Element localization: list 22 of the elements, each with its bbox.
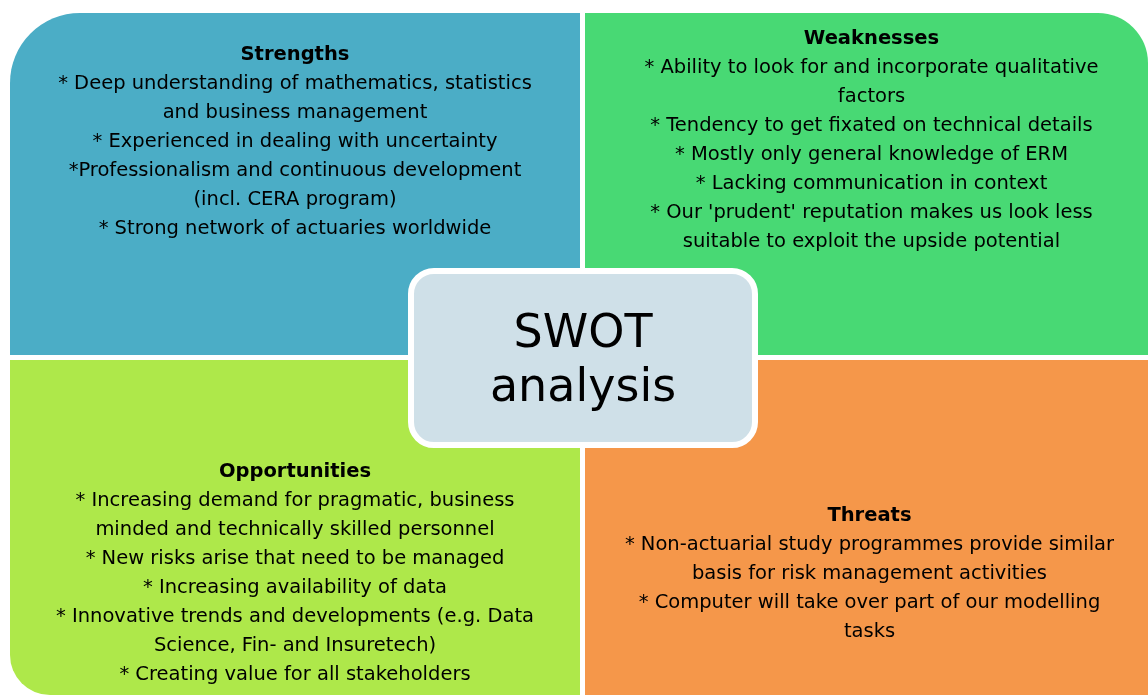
bullet-text: * Mostly only general knowledge of ERM: [675, 141, 1068, 167]
bullet-text: *Professionalism and continuous development (incl. CERA program): [67, 157, 523, 212]
bullet-text: * Tendency to get fixated on technical details: [650, 112, 1093, 138]
bullet-text: * Strong network of actuaries worldwide: [98, 215, 492, 241]
panel-heading: Weaknesses: [803, 25, 940, 51]
bullet-text: * Ability to look for and incorporate qualitative factors: [643, 54, 1100, 109]
bullet-text: * Creating value for all stakeholders: [119, 661, 471, 687]
bullet-text: * New risks arise that need to be managed: [85, 545, 505, 571]
bullet-text: * Our 'prudent' reputation makes us look less suitable to exploit the upside potential: [649, 199, 1094, 254]
bullet-text: * Computer will take over part of our modelling tasks: [637, 589, 1102, 644]
bullet-text: * Experienced in dealing with uncertainty: [92, 128, 498, 154]
bullet-text: * Lacking communication in context: [695, 170, 1048, 196]
bullet-text: * Increasing availability of data: [143, 574, 447, 600]
bullet-text: * Non-actuarial study programmes provide similar basis for risk management activities: [623, 531, 1116, 586]
bullet-text: * Innovative trends and developments (e.g. Data Science, Fin- and Insuretech): [55, 603, 535, 658]
panel-heading: Strengths: [240, 41, 350, 67]
bullet-text: * Deep understanding of mathematics, statistics and business management: [57, 70, 533, 125]
title-box: [408, 268, 758, 448]
bullet-text: * Increasing demand for pragmatic, business minded and technically skilled personnel: [74, 487, 516, 542]
panel-heading: Threats: [827, 502, 912, 528]
title-text: SWOT analysis: [488, 304, 678, 412]
panel-heading: Opportunities: [218, 458, 372, 484]
